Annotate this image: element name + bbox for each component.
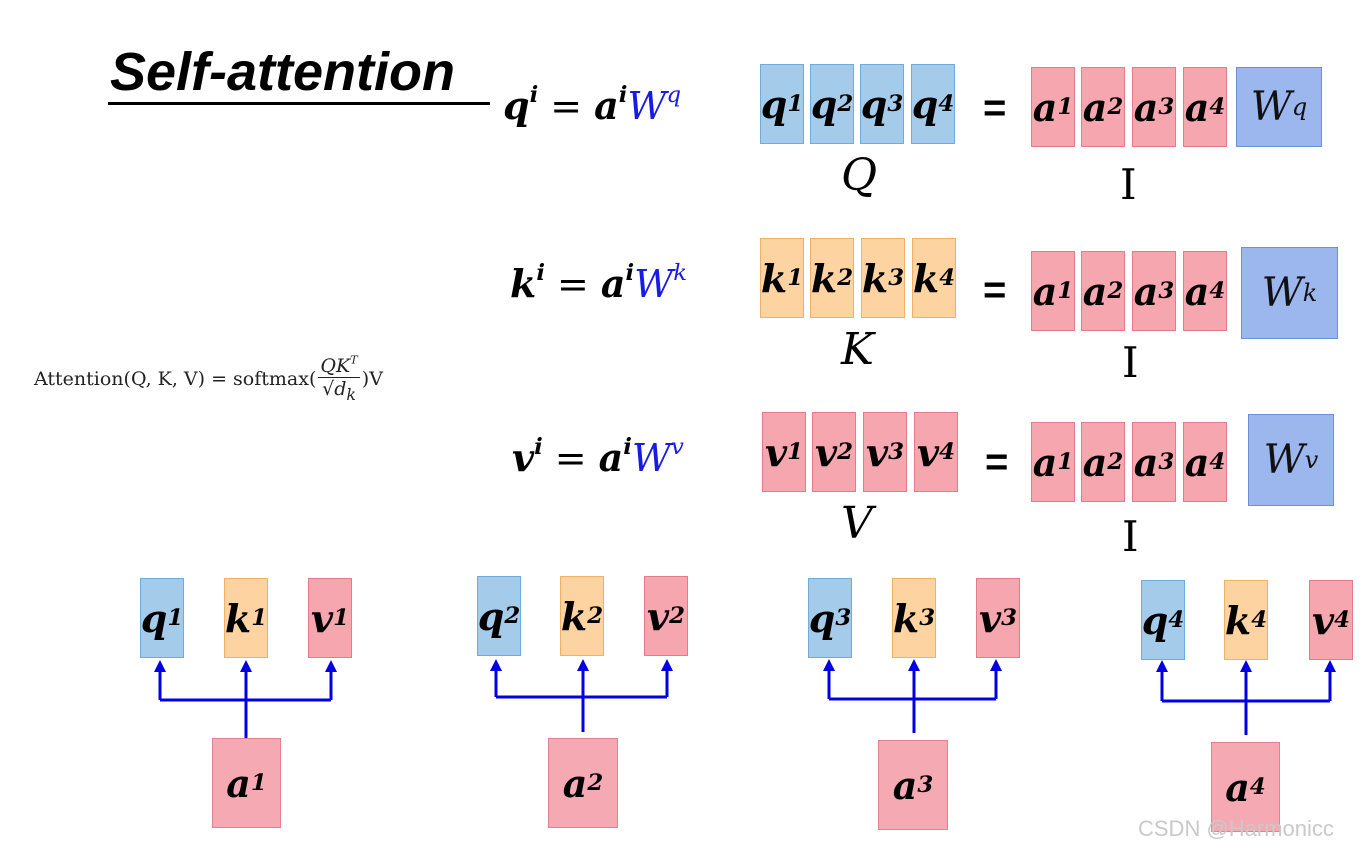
equation-k: ki=aiWk (510, 259, 688, 307)
equation-q: qi=aiWq (503, 81, 682, 129)
equals-sign: = (983, 268, 1007, 312)
matrix-label-i: I (1120, 160, 1137, 209)
matrix-label-i: I (1122, 512, 1139, 561)
arrow-group-1 (158, 665, 333, 738)
page-title: Self-attention (110, 42, 455, 102)
arrow-group-3 (827, 664, 998, 733)
matrix-label-q: Q (841, 150, 878, 201)
attention-formula: Attention(Q, K, V) = softmax( QKT √dk )V (34, 352, 383, 404)
title-underline (108, 102, 490, 105)
formula-fraction: QKT √dk (318, 352, 360, 404)
matrix-label-k: K (841, 324, 874, 375)
matrix-label-i: I (1122, 338, 1139, 387)
watermark: CSDN @Harmonicc (1138, 816, 1334, 841)
arrow-group-2 (494, 664, 669, 732)
equals-sign: = (985, 440, 1009, 484)
equals-sign: = (983, 86, 1007, 130)
matrix-label-v: V (841, 498, 873, 549)
equation-v: vi=aiWv (512, 433, 684, 481)
arrow-group-4 (1160, 665, 1332, 735)
